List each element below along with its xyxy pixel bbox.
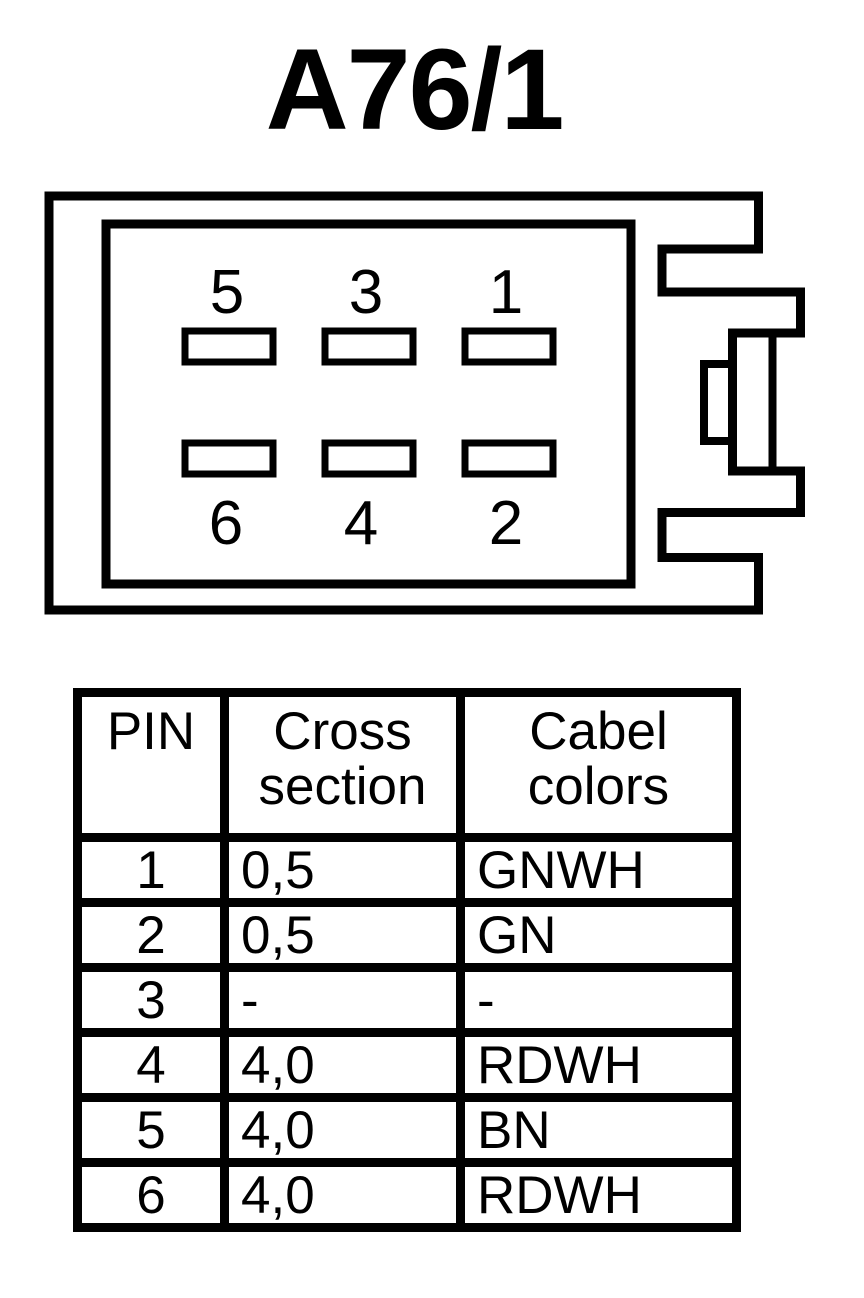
pin-slot-3 xyxy=(321,327,417,366)
pin-table: PIN Cross section Cabel colors 1 0,5 GNW… xyxy=(73,688,741,1232)
col-header-cross-section: Cross section xyxy=(220,688,465,842)
connector-diagram: 5 3 1 6 4 2 xyxy=(44,191,805,615)
table-row: 4 4,0 RDWH xyxy=(73,1028,741,1102)
cell-cable-color: GNWH xyxy=(456,833,741,907)
pin-label-1: 1 xyxy=(489,258,523,327)
cell-pin: 6 xyxy=(73,1158,229,1232)
table-row: 2 0,5 GN xyxy=(73,898,741,972)
table-row: 1 0,5 GNWH xyxy=(73,833,741,907)
col-header-cable-colors: Cabel colors xyxy=(456,688,741,842)
cell-cable-color: RDWH xyxy=(456,1028,741,1102)
cell-pin: 2 xyxy=(73,898,229,972)
connector-housing-outline xyxy=(44,191,805,615)
cell-pin: 3 xyxy=(73,963,229,1037)
pin-label-6: 6 xyxy=(209,489,243,558)
col-header-pin: PIN xyxy=(73,688,229,842)
cell-pin: 1 xyxy=(73,833,229,907)
cell-cross-section: 4,0 xyxy=(220,1158,465,1232)
cell-pin: 4 xyxy=(73,1028,229,1102)
pin-label-4: 4 xyxy=(344,489,378,558)
cell-cross-section: 0,5 xyxy=(220,833,465,907)
table-row: 6 4,0 RDWH xyxy=(73,1158,741,1232)
table-header-row: PIN Cross section Cabel colors xyxy=(73,688,741,842)
cell-cable-color: RDWH xyxy=(456,1158,741,1232)
table-row: 5 4,0 BN xyxy=(73,1093,741,1167)
pin-label-2: 2 xyxy=(489,489,523,558)
cell-cable-color: BN xyxy=(456,1093,741,1167)
pin-slot-5 xyxy=(181,327,277,366)
pin-slot-1 xyxy=(461,327,557,366)
cell-cross-section: 0,5 xyxy=(220,898,465,972)
table-row: 3 - - xyxy=(73,963,741,1037)
connector-inner-face xyxy=(101,219,636,589)
cell-pin: 5 xyxy=(73,1093,229,1167)
pin-slot-4 xyxy=(321,439,417,478)
pin-label-5: 5 xyxy=(210,258,244,327)
page-title: A76/1 xyxy=(265,26,565,154)
cell-cable-color: - xyxy=(456,963,741,1037)
pin-slot-2 xyxy=(461,439,557,478)
pin-slot-6 xyxy=(181,439,277,478)
cell-cross-section: - xyxy=(220,963,465,1037)
cell-cross-section: 4,0 xyxy=(220,1093,465,1167)
pin-label-3: 3 xyxy=(349,258,383,327)
keying-nub xyxy=(700,360,733,445)
cell-cable-color: GN xyxy=(456,898,741,972)
cell-cross-section: 4,0 xyxy=(220,1028,465,1102)
